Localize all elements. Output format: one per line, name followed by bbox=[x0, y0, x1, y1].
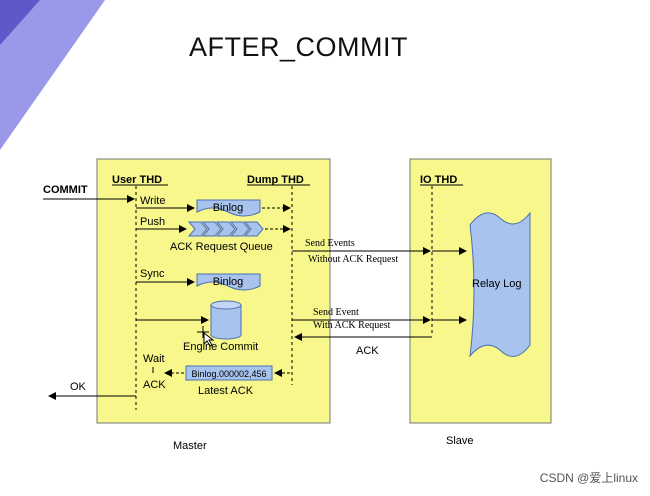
user-thd-label: User THD bbox=[112, 174, 162, 186]
binlog-position-label: Binlog.000002,456 bbox=[191, 369, 266, 379]
sync-label: Sync bbox=[140, 268, 165, 280]
send-events-label: Send Events bbox=[305, 238, 355, 249]
corner-decoration bbox=[0, 0, 105, 150]
with-ack-label: With ACK Request bbox=[313, 320, 391, 331]
binlog-label: Binlog bbox=[213, 202, 244, 214]
without-ack-label: Without ACK Request bbox=[308, 254, 398, 265]
cursor-icon bbox=[197, 326, 215, 347]
ok-label: OK bbox=[70, 381, 87, 393]
binlog-synced-label: Binlog bbox=[213, 276, 244, 288]
master-label: Master bbox=[173, 440, 207, 452]
wait-label: Wait bbox=[143, 353, 165, 365]
ack-back-label: ACK bbox=[356, 345, 379, 357]
page-title: AFTER_COMMIT bbox=[189, 32, 408, 62]
latest-ack-label: Latest ACK bbox=[198, 385, 254, 397]
io-thd-label: IO THD bbox=[420, 174, 457, 186]
engine-cylinder bbox=[210, 300, 242, 340]
write-label: Write bbox=[140, 195, 165, 207]
push-label: Push bbox=[140, 216, 165, 228]
commit-label: COMMIT bbox=[43, 184, 88, 196]
engine-commit-label: Engine Commit bbox=[183, 341, 258, 353]
ack-queue-label: ACK Request Queue bbox=[170, 241, 273, 253]
relay-log-label: Relay Log bbox=[472, 278, 522, 290]
relay-log-shape bbox=[469, 211, 531, 358]
slave-label: Slave bbox=[446, 435, 474, 447]
ack-request-queue bbox=[187, 221, 264, 237]
binlog-position-box bbox=[185, 365, 273, 381]
dump-thd-label: Dump THD bbox=[247, 174, 304, 186]
binlog-shape bbox=[196, 199, 261, 217]
ack-label: ACK bbox=[143, 379, 166, 391]
binlog-synced-shape bbox=[196, 273, 261, 291]
send-event-label: Send Event bbox=[313, 307, 359, 318]
watermark: CSDN @爱上linux bbox=[539, 471, 638, 485]
